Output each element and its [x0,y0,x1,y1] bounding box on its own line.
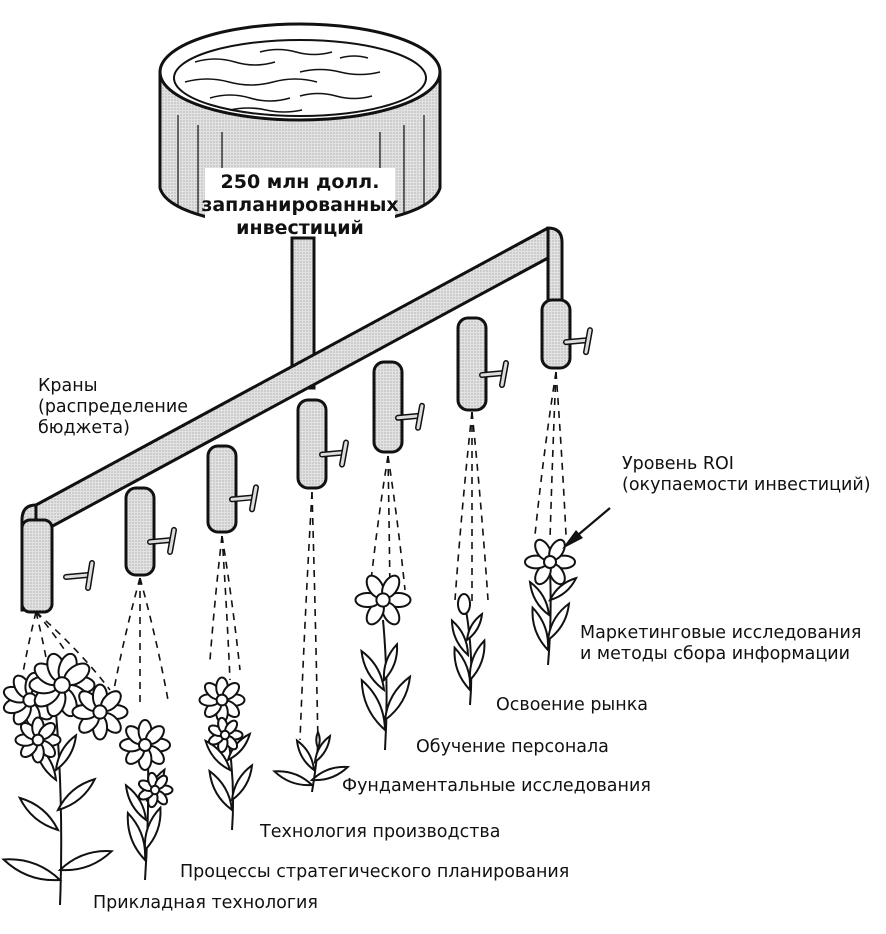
plant-applied-technology [2,652,128,905]
plant-label-applied-technology: Прикладная технология [93,893,318,914]
tank-label: 250 млн долл. запланированных инвестиций [190,171,410,239]
tank-label-line2: запланированных [190,194,410,217]
plant-production-technology [199,678,252,831]
plant-label-fundamental-research: Фундаментальные исследования [342,776,651,797]
taps-label-line1: Краны [38,376,188,397]
tap-3 [298,400,346,488]
taps-label-line2: (распределение [38,397,188,418]
taps [66,300,590,588]
plant-label-strategic-planning: Процессы стратегического планирования [180,862,569,883]
tap-0 [66,563,92,588]
plant-label-staff-training: Обучение персонала [416,737,609,758]
roi-arrow [562,508,610,549]
plant-label-marketing-research-line1: Маркетинговые исследования [580,623,861,644]
plant-label-production-technology: Технология производства [260,822,500,843]
tank-label-line1: 250 млн долл. [190,171,410,194]
plants [2,537,576,905]
plant-strategic-planning [120,720,173,880]
plant-label-marketing-research-line2: и методы сбора информации [580,644,861,665]
plant-marketing-research [525,537,576,665]
plant-label-market-development: Освоение рынка [496,695,648,716]
tap-5 [458,318,506,410]
tank-label-line3: инвестиций [190,217,410,240]
plant-fundamental-research [274,732,347,792]
taps-label: Краны (распределение бюджета) [38,376,188,439]
tap-2 [208,446,256,532]
plant-market-development [452,594,485,705]
roi-label-line1: Уровень ROI [622,454,871,475]
tap-4 [374,362,422,452]
taps-label-line3: бюджета) [38,418,188,439]
tap-1 [126,488,174,575]
roi-label: Уровень ROI (окупаемости инвестиций) [622,454,871,496]
plant-label-marketing-research: Маркетинговые исследования и методы сбор… [580,623,861,665]
roi-label-line2: (окупаемости инвестиций) [622,475,871,496]
plant-staff-training [356,573,411,750]
tap-6 [542,300,590,368]
